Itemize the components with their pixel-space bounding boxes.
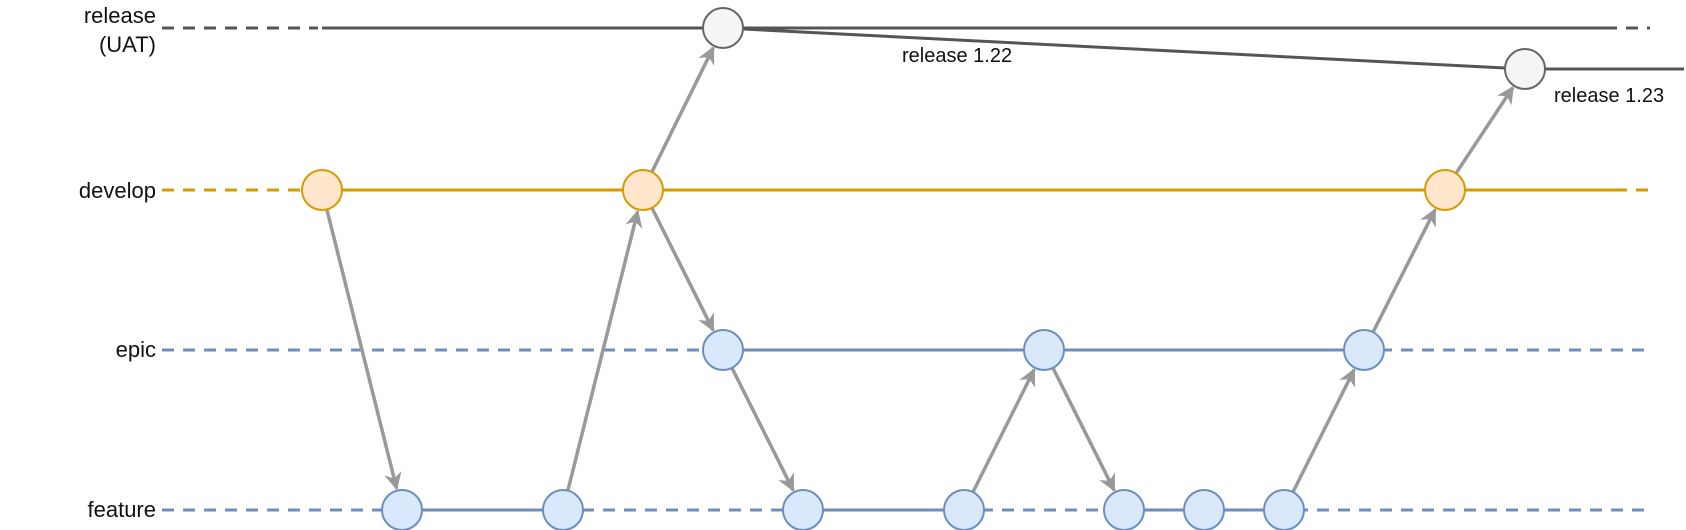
- release-label-1-22: release 1.22: [902, 45, 1012, 67]
- merge-arrow-f2-d2: [566, 209, 643, 492]
- commit-node-feature[interactable]: [1263, 489, 1305, 530]
- merge-arrow-d2-r1: [650, 46, 715, 173]
- lane-label-epic: epic: [116, 337, 156, 362]
- commit-node-develop[interactable]: [622, 169, 664, 211]
- release-label-1-23: release 1.23: [1554, 85, 1664, 107]
- lane-label-develop: develop: [79, 178, 156, 203]
- merge-arrows: [325, 46, 1515, 493]
- commit-node-feature[interactable]: [542, 489, 584, 530]
- commit-node-release[interactable]: [702, 7, 744, 49]
- merge-arrow-e3-d3: [1371, 208, 1437, 333]
- commit-node-epic[interactable]: [702, 329, 744, 371]
- branch-lines: [322, 26, 1684, 512]
- branch-link-r1-r2: [722, 26, 1526, 71]
- commit-node-feature[interactable]: [1183, 489, 1225, 530]
- commit-node-epic[interactable]: [1343, 329, 1385, 371]
- merge-arrow-d3-r2: [1454, 85, 1515, 175]
- commit-node-feature[interactable]: [381, 489, 423, 530]
- commit-node-epic[interactable]: [1023, 329, 1065, 371]
- merge-arrow-f7-e3: [1291, 368, 1356, 493]
- merge-arrow-f4-e2: [971, 368, 1036, 493]
- merge-arrow-e2-f5: [1051, 367, 1116, 492]
- commit-nodes: [301, 7, 1546, 530]
- merge-arrow-e1-f3: [730, 367, 795, 492]
- commit-node-develop[interactable]: [301, 169, 343, 211]
- commit-node-feature[interactable]: [782, 489, 824, 530]
- merge-arrow-d2-e1: [650, 207, 715, 332]
- merge-arrow-d1-f1: [325, 208, 402, 491]
- commit-node-release[interactable]: [1504, 48, 1546, 90]
- commit-node-feature[interactable]: [1103, 489, 1145, 530]
- lane-label-feature: feature: [88, 497, 157, 522]
- lane-label-release: release: [84, 3, 156, 28]
- commit-node-develop[interactable]: [1424, 169, 1466, 211]
- lane-label-release-uat: (UAT): [99, 32, 156, 57]
- commit-node-feature[interactable]: [943, 489, 985, 530]
